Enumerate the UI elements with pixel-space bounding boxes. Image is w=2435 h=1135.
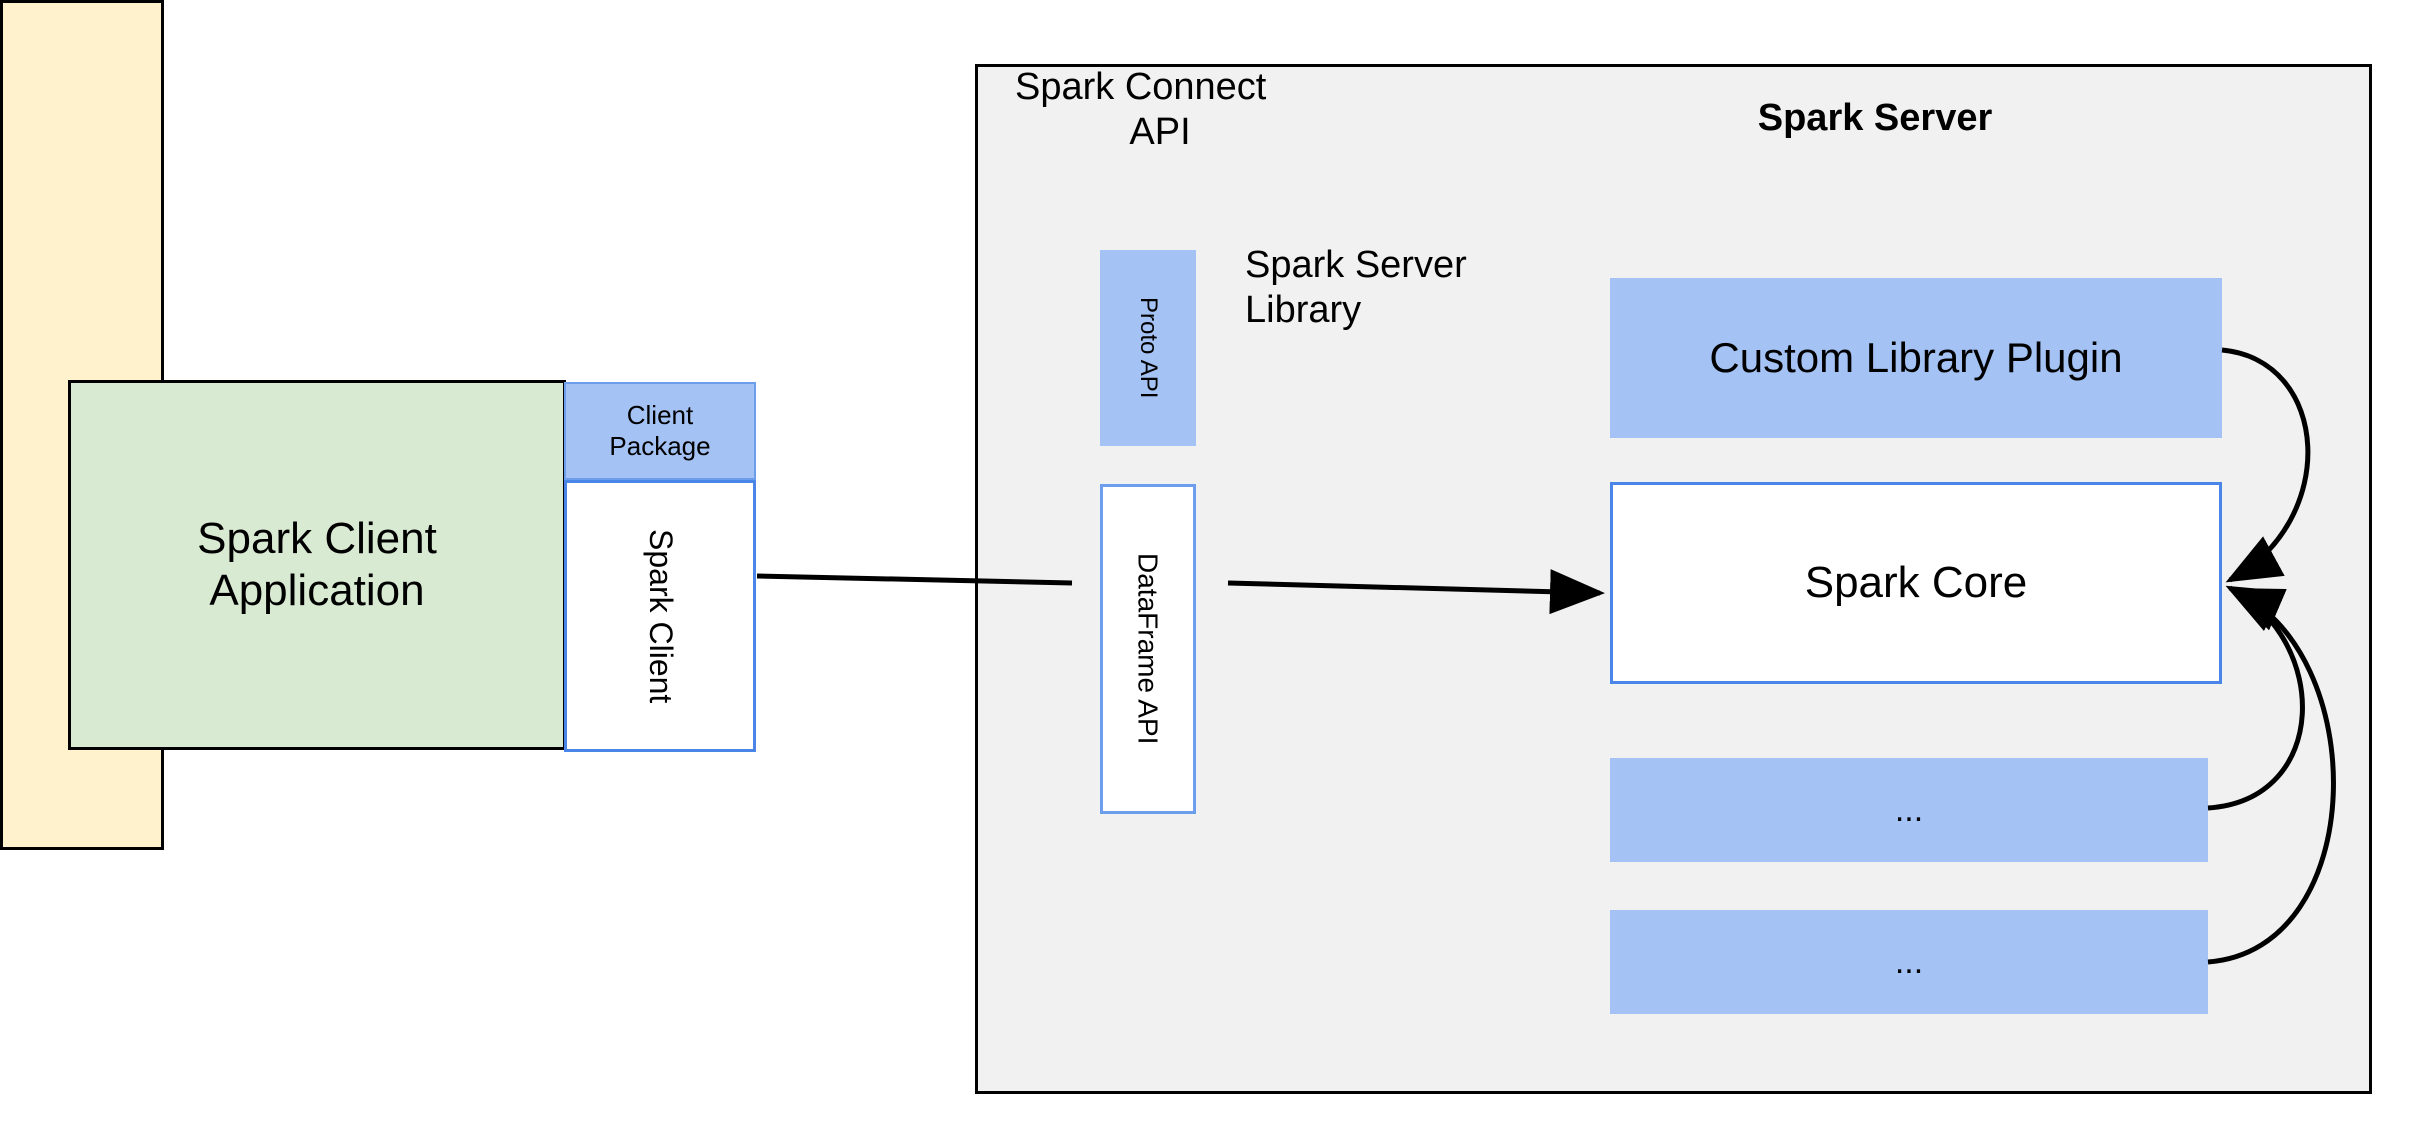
spark-client-application-label-line1: Spark Client: [197, 514, 437, 564]
proto-api-box[interactable]: Proto API: [1100, 250, 1196, 446]
dataframe-api-box[interactable]: DataFrame API: [1100, 484, 1196, 814]
dataframe-api-label: DataFrame API: [1132, 553, 1164, 745]
custom-library-plugin-label: Custom Library Plugin: [1709, 334, 2123, 382]
proto-api-label: Proto API: [1135, 297, 1163, 399]
client-package-box[interactable]: Client Package: [564, 382, 756, 480]
server-component-placeholder-2[interactable]: ...: [1610, 910, 2208, 1014]
client-package-label-line2: Package: [609, 431, 711, 461]
spark-client-application-box[interactable]: Spark Client Application: [68, 380, 566, 750]
spark-client-box[interactable]: Spark Client: [564, 480, 756, 752]
spark-connect-api-label-line1: Spark Connect: [1015, 66, 1267, 109]
server-component-placeholder-2-label: ...: [1894, 942, 1924, 981]
server-component-placeholder-1-label: ...: [1894, 790, 1924, 829]
spark-server-library-label: Spark Server Library: [1245, 243, 1545, 333]
server-component-placeholder-1[interactable]: ...: [1610, 758, 2208, 862]
client-package-label-line1: Client: [626, 400, 694, 431]
spark-server-library-label-line2: Library: [1245, 288, 1362, 331]
spark-client-application-label-line2: Application: [209, 566, 425, 615]
spark-core-box[interactable]: Spark Core: [1610, 482, 2222, 684]
custom-library-plugin-box[interactable]: Custom Library Plugin: [1610, 278, 2222, 438]
spark-server-library-label-line1: Spark Server: [1245, 244, 1467, 286]
spark-server-title: Spark Server: [1757, 96, 1993, 139]
spark-connect-api-label-line2: API: [1129, 111, 1191, 153]
spark-client-label: Spark Client: [642, 528, 679, 704]
spark-core-label: Spark Core: [1804, 558, 2028, 608]
spark-connect-api-label: Spark Connect API: [1015, 66, 1305, 153]
